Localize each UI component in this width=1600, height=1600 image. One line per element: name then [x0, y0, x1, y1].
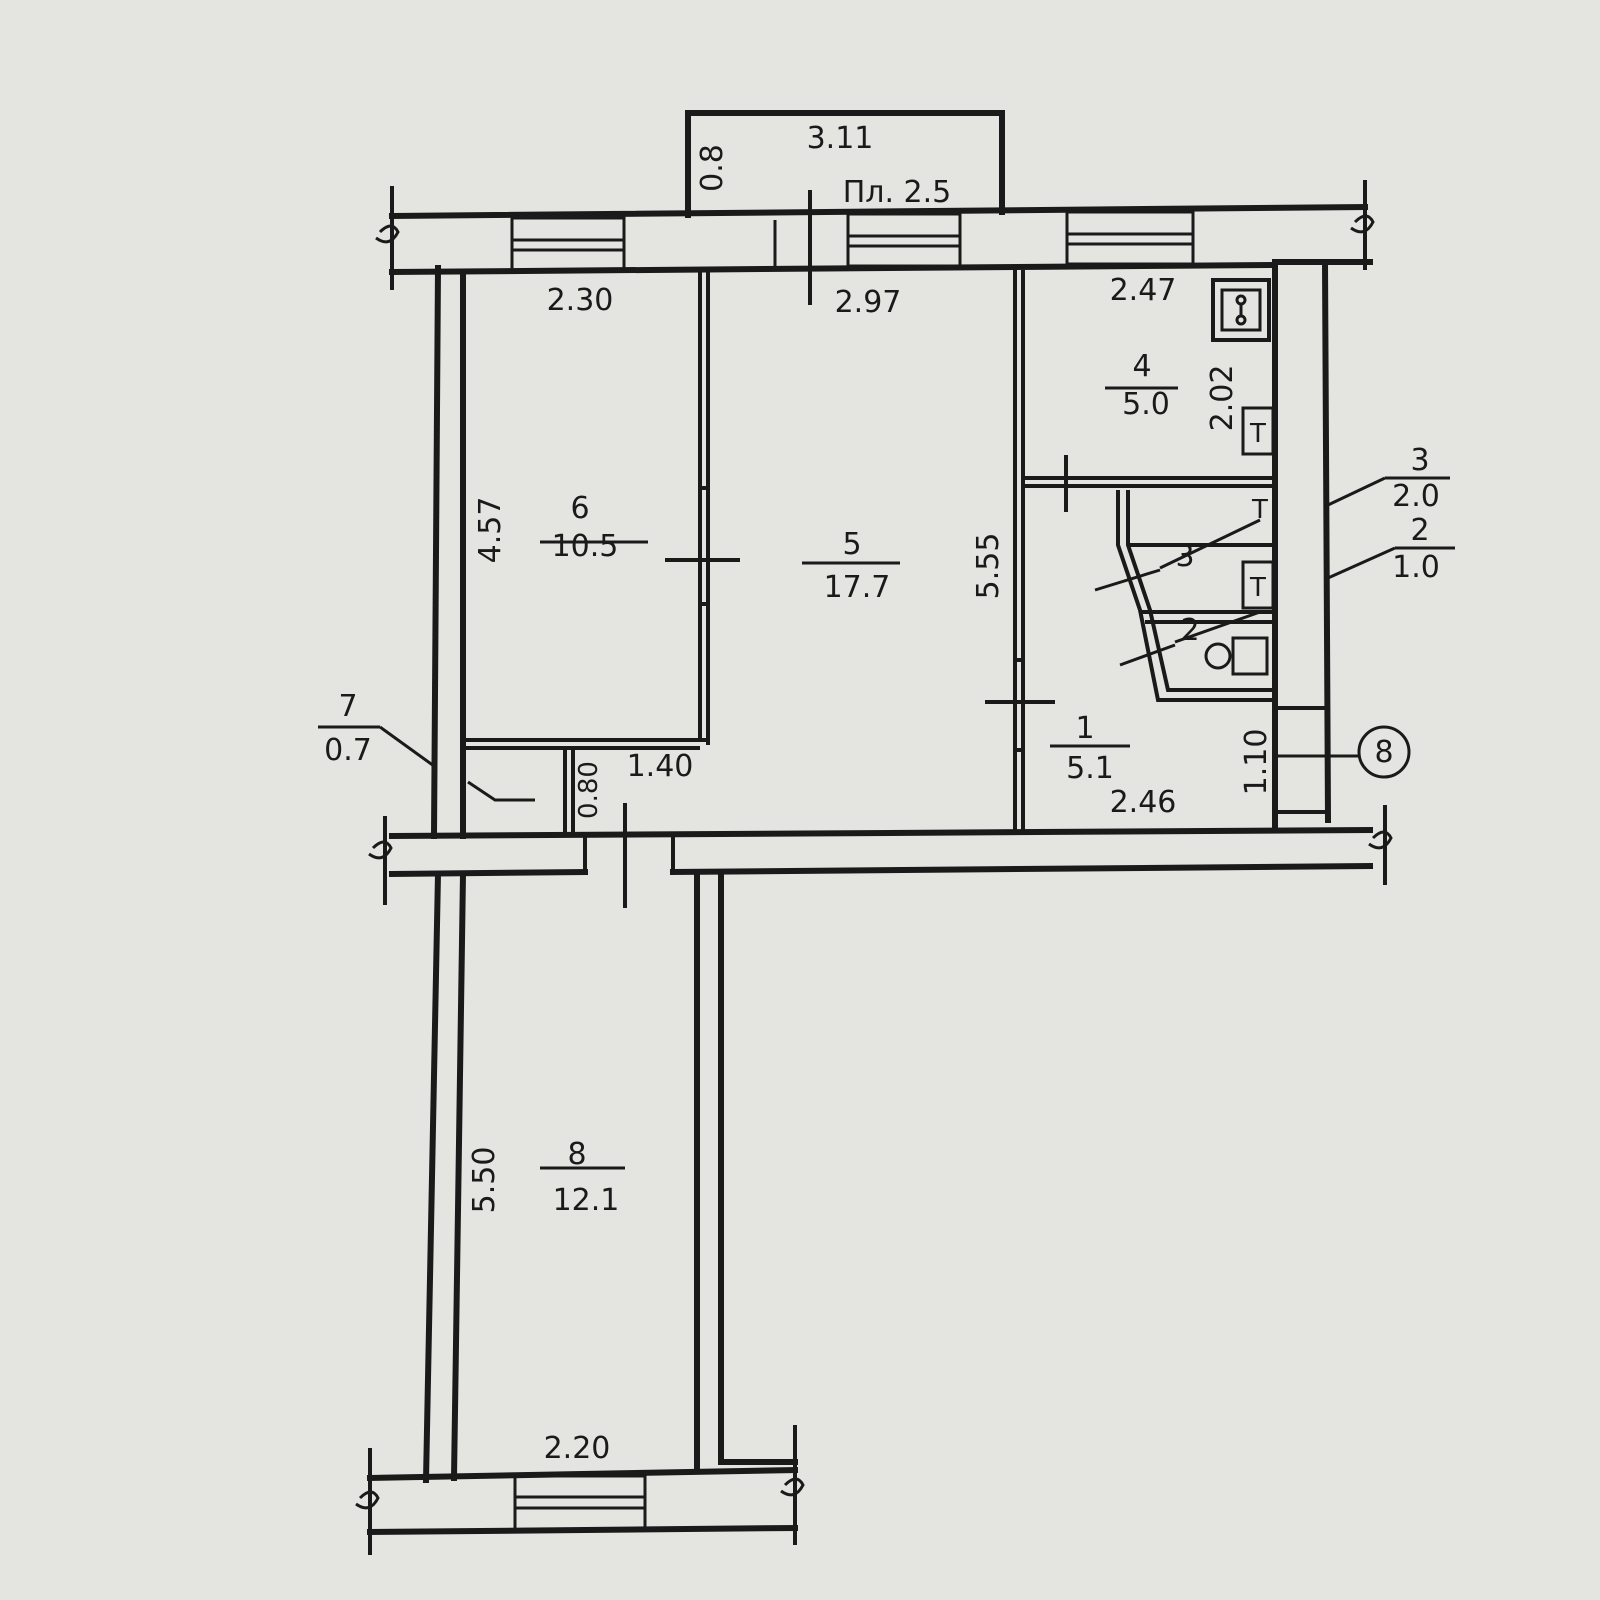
- fixture-marker-2: Т: [1251, 495, 1268, 525]
- fixtures: Т Т Т: [1204, 278, 1275, 676]
- fixture-marker-3: Т: [1249, 573, 1266, 603]
- doors: [467, 455, 1176, 908]
- closet-width: 1.40: [627, 749, 694, 784]
- window-room6: [510, 216, 626, 272]
- room7-area: 0.7: [324, 733, 372, 768]
- exterior-walls: [355, 180, 1393, 1555]
- room6-area: 10.5: [552, 529, 619, 564]
- room4-length: 2.02: [1205, 365, 1240, 432]
- room8-width: 2.20: [544, 1431, 611, 1466]
- window-room5: [846, 212, 962, 268]
- toilet-tank: [1231, 636, 1269, 676]
- room3-number: 3: [1410, 443, 1429, 478]
- room6-length: 4.57: [473, 497, 508, 564]
- room5-number: 5: [842, 527, 861, 562]
- radiator-marker: [1241, 560, 1275, 610]
- room7-number: 7: [338, 689, 357, 724]
- closet-depth: 0.80: [574, 761, 604, 819]
- room5-area: 17.7: [824, 570, 891, 605]
- room2-area: 1.0: [1392, 550, 1440, 585]
- room1-length: 1.10: [1239, 729, 1274, 796]
- radiator-marker: [1241, 406, 1275, 456]
- room4-width: 2.47: [1110, 273, 1177, 308]
- wc-label: 2: [1180, 613, 1199, 648]
- room5-width: 2.97: [835, 285, 902, 320]
- room8-length: 5.50: [467, 1147, 502, 1214]
- room6-number: 6: [570, 491, 589, 526]
- room1-area: 5.1: [1066, 751, 1114, 786]
- fixture-marker-1: Т: [1249, 419, 1266, 449]
- leaders: [318, 386, 1455, 1170]
- balcony-depth: 0.8: [695, 144, 730, 192]
- room3-area: 2.0: [1392, 479, 1440, 514]
- room4-number: 4: [1132, 349, 1151, 384]
- window-room8: [513, 1474, 647, 1532]
- room1-width: 2.46: [1110, 785, 1177, 820]
- bath-label: 3: [1175, 539, 1194, 574]
- room8-number: 8: [567, 1137, 586, 1172]
- callout-number: 8: [1374, 735, 1393, 770]
- room4-area: 5.0: [1122, 387, 1170, 422]
- room6-width: 2.30: [547, 283, 614, 318]
- room1-number: 1: [1075, 711, 1094, 746]
- toilet-icon: [1204, 642, 1232, 670]
- stove-icon: [1211, 278, 1271, 342]
- balcony-area: Пл. 2.5: [843, 175, 952, 210]
- room8-area: 12.1: [553, 1183, 620, 1218]
- callout-circle: [1357, 725, 1411, 779]
- room2-number: 2: [1410, 513, 1429, 548]
- windows: [510, 210, 1195, 1532]
- labels: 3.11 0.8 Пл. 2.5 2.30 2.97 2.47 4.57 6 1…: [324, 121, 1440, 1466]
- window-room4: [1065, 210, 1195, 266]
- stove-inner: [1220, 288, 1262, 332]
- balcony-width: 3.11: [807, 121, 874, 156]
- interior-walls: [463, 270, 1325, 872]
- room5-length: 5.55: [971, 533, 1006, 600]
